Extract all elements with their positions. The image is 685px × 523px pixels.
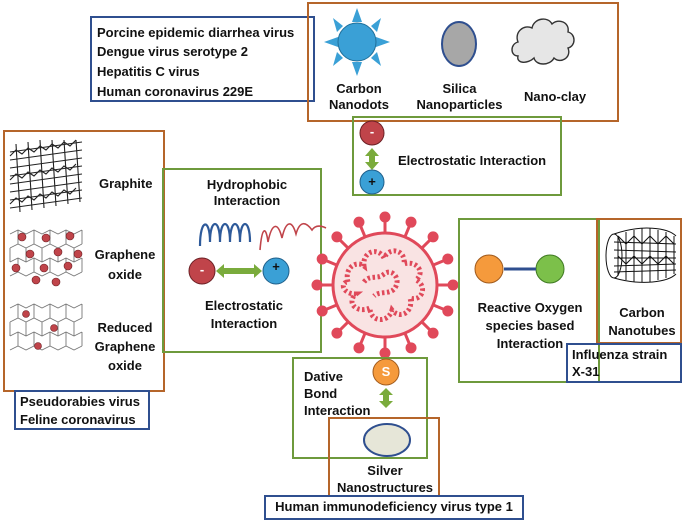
carbon-nanotube-icon — [605, 227, 677, 283]
virus-spike-tip — [353, 342, 365, 354]
silica-nanoparticles-label: Silica Nanoparticles — [416, 81, 503, 112]
hydrophobic-electrostatic-label: Electrostatic Interaction — [204, 298, 284, 331]
virus-spike-tip — [427, 231, 439, 243]
virus-spike-tip — [379, 347, 391, 359]
virus-spike-tip — [442, 305, 454, 317]
ros-molecule-icon — [474, 254, 565, 284]
virus-spike-tip — [447, 279, 459, 291]
left-virus-item-2: Feline coronavirus — [20, 412, 136, 427]
virus-icon — [311, 211, 459, 359]
carbon-nanodot-icon — [324, 8, 390, 76]
top-plus-sign: + — [368, 174, 376, 189]
virus-spike-tip — [405, 216, 417, 228]
virus-spike-tip — [331, 231, 343, 243]
hiv-label: Human immunodeficiency virus type 1 — [275, 499, 513, 514]
virus-spike-tip — [331, 327, 343, 339]
virus-spike-tip — [442, 253, 454, 265]
hydrophobic-chain-icon — [198, 222, 327, 251]
silica-nanoparticle-icon — [441, 21, 477, 67]
dative-bond-box — [292, 357, 428, 459]
virus-spike-tip — [316, 305, 328, 317]
graphite-label: Graphite — [99, 176, 153, 191]
nano-clay-icon — [511, 18, 575, 65]
reduced-graphene-oxide-label: Reduced Graphene oxide — [94, 320, 156, 373]
ros-interaction-box — [458, 218, 600, 383]
top-virus-item-3: Hepatitis C virus — [97, 64, 200, 79]
graphite-icon — [9, 139, 83, 213]
top-electrostatic-box — [352, 116, 562, 196]
virus-spike-tip — [353, 216, 365, 228]
left-virus-item-1: Pseudorabies virus — [20, 394, 140, 409]
sulfur-atom-icon — [372, 358, 400, 408]
hiv-box — [264, 495, 524, 520]
hydrophobic-plus-sign: + — [272, 259, 280, 274]
top-virus-list-box — [90, 16, 315, 102]
hydrophobic-minus-sign: - — [199, 262, 205, 277]
graphene-oxide-label: Graphene oxide — [94, 247, 156, 282]
dative-bond-label: Dative Bond Interaction — [304, 369, 371, 418]
virus-spike-tip — [427, 327, 439, 339]
ros-interaction-label: Reactive Oxygen species based Interactio… — [477, 300, 583, 351]
carbon-nanotubes-label: Carbon Nanotubes — [608, 305, 676, 338]
virus-spike-tip — [316, 253, 328, 265]
top-minus-sign: - — [369, 124, 375, 139]
silver-nanostructure-icon — [363, 423, 411, 457]
silver-nanostructures-label: Silver Nanostructures — [336, 463, 434, 495]
left-virus-list-box — [14, 390, 150, 430]
hydrophobic-charge-pair-icon — [188, 257, 290, 285]
reduced-graphene-oxide-icon — [9, 303, 83, 351]
virus-spike-tip — [311, 279, 323, 291]
top-charge-pair-icon — [359, 120, 385, 195]
top-virus-item-4: Human coronavirus 229E — [97, 84, 254, 99]
top-electrostatic-label: Electrostatic Interaction — [398, 153, 547, 168]
graphene-oxide-icon — [9, 229, 83, 287]
top-virus-item-2: Dengue virus serotype 2 — [97, 44, 248, 59]
virus-spike-tip — [405, 342, 417, 354]
nano-clay-label: Nano-clay — [524, 89, 587, 104]
influenza-box — [566, 343, 682, 383]
sulfur-atom-label: S — [381, 364, 391, 379]
hydrophobic-interaction-label: Hydrophobic Interaction — [206, 177, 288, 208]
top-virus-item-1: Porcine epidemic diarrhea virus — [97, 25, 295, 40]
virus-spike-tip — [379, 211, 391, 223]
influenza-label: Influenza strain X-31 — [572, 347, 668, 379]
carbon-nanodots-label: Carbon Nanodots — [329, 81, 389, 112]
top-nanomaterials-box — [307, 2, 619, 122]
